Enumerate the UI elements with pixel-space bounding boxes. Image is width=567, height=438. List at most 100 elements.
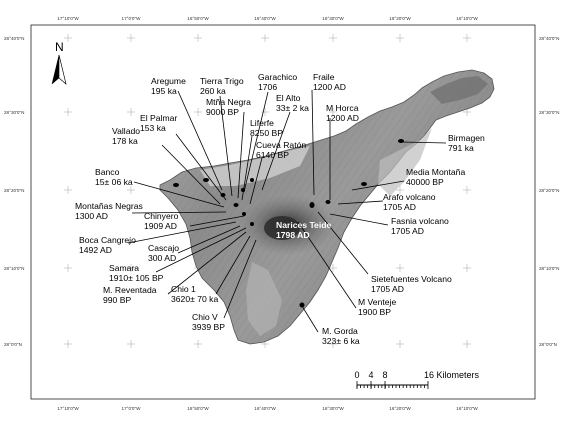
tick-label-right: 28°10'0"N (539, 266, 559, 271)
tick-label-left: 28°10'0"N (4, 266, 24, 271)
site-name: Media Montaña (406, 167, 465, 177)
site-name: Tierra Trigo (200, 76, 244, 86)
site-name: M Venteje (358, 297, 396, 307)
tick-label-right: 28°0'0"N (539, 342, 557, 347)
tick-label-top: 16°10'0"W (456, 16, 478, 21)
scale-label: 4 (369, 370, 374, 380)
site-age: 1200 AD (326, 113, 359, 123)
site-age: 178 ka (112, 136, 138, 146)
site-age: 323± 6 ka (322, 336, 360, 346)
site-name: Cascajo (148, 243, 179, 253)
tick-label-left: 28°40'0"N (4, 36, 24, 41)
tick-label-bottom: 17°10'0"W (57, 406, 79, 411)
tick-label-left: 28°30'0"N (4, 110, 24, 115)
tick-label-top: 17°10'0"W (57, 16, 79, 21)
site-name: Cueva Ratón (256, 140, 306, 150)
tick-label-top: 16°20'0"W (389, 16, 411, 21)
site-age: 3939 BP (192, 322, 225, 332)
tick-label-top: 16°30'0"W (322, 16, 344, 21)
tick-label-left: 28°0'0"N (4, 342, 22, 347)
site-age: 1705 AD (371, 284, 404, 294)
tick-label-top: 17°0'0"W (122, 16, 142, 21)
site-age: 1909 AD (144, 221, 177, 231)
lava-flow-east (378, 128, 432, 196)
site-age: 1492 AD (79, 245, 112, 255)
north-label: N (55, 40, 64, 54)
graticule-labels: 17°10'0"W 17°0'0"W 16°50'0"W 16°40'0"W 16°30… (4, 16, 559, 411)
site-name: Aregume (151, 76, 186, 86)
site-name: M. Reventada (103, 285, 157, 295)
site-age: 9000 BP (206, 107, 239, 117)
tick-label-right: 28°40'0"N (539, 36, 559, 41)
tenerife-island (159, 69, 495, 345)
site-name: El Alto (276, 93, 301, 103)
tick-label-bottom: 16°20'0"W (389, 406, 411, 411)
site-name: Vallado (112, 126, 140, 136)
site-age: 195 ka (151, 86, 177, 96)
site-name: Arafo volcano (383, 192, 436, 202)
anaga-ridge (430, 76, 488, 104)
tick-label-bottom: 16°50'0"W (187, 406, 209, 411)
tick-label-bottom: 16°40'0"W (254, 406, 276, 411)
site-age: 990 BP (103, 295, 131, 305)
scale-label: 16 Kilometers (424, 370, 480, 380)
site-name: Chinyero (144, 211, 179, 221)
site-age: 33± 2 ka (276, 103, 309, 113)
site-age: 1200 AD (313, 82, 346, 92)
site-name: Chio 1 (171, 284, 196, 294)
site-age: 8250 BP (250, 128, 283, 138)
tick-label-bottom: 17°0'0"W (122, 406, 142, 411)
site-age: 15± 06 ka (95, 177, 133, 187)
site-name: Montañas Negras (75, 201, 143, 211)
site-name: Fasnia volcano (391, 216, 449, 226)
lava-flow-south (246, 262, 282, 336)
site-age: 40000 BP (406, 177, 444, 187)
scale-label: 0 (355, 370, 360, 380)
site-age: 260 ka (200, 86, 226, 96)
site-name: Garachico (258, 72, 297, 82)
site-age: 1900 BP (358, 307, 391, 317)
site-name: El Palmar (140, 113, 177, 123)
site-age: 1705 AD (391, 226, 424, 236)
tick-label-right: 28°20'0"N (539, 188, 559, 193)
site-name: Boca Cangrejo (79, 235, 136, 245)
site-age: 300 AD (148, 253, 176, 263)
site-name: Narices Teide (276, 220, 331, 230)
north-arrow: N (51, 40, 67, 85)
site-name: Sietefuentes Volcano (371, 274, 452, 284)
site-age: 791 ka (448, 143, 474, 153)
site-age: 153 ka (140, 123, 166, 133)
site-age: 1705 AD (383, 202, 416, 212)
site-age: 6140 BP (256, 150, 289, 160)
site-name: Mtña Negra (206, 97, 251, 107)
site-age: 3620± 70 ka (171, 294, 218, 304)
lava-flow-north (200, 146, 310, 186)
site-name: Birmagen (448, 133, 485, 143)
